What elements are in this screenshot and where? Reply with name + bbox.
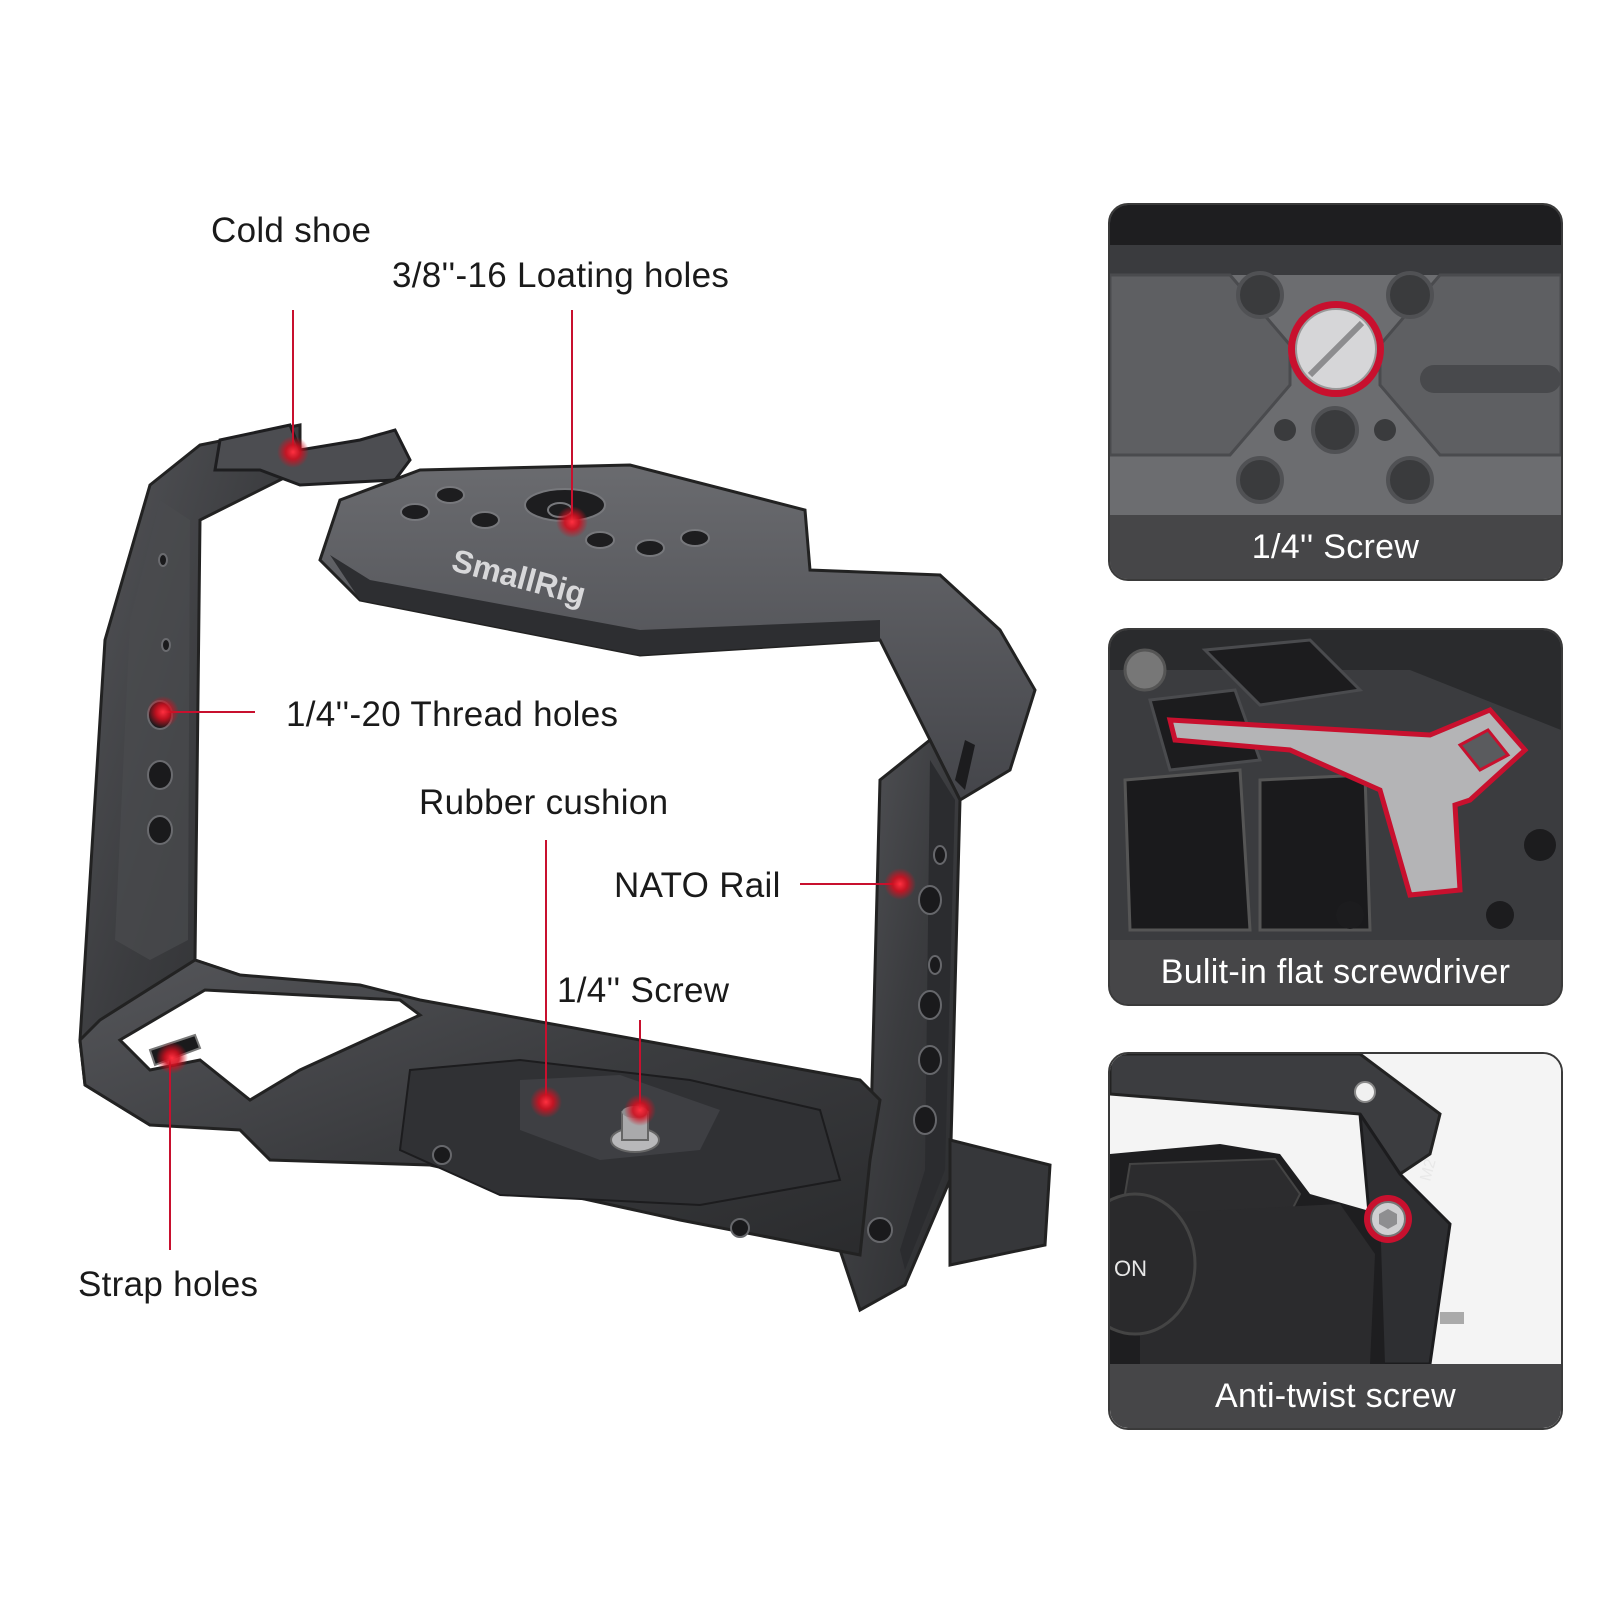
callout-thread-holes: 1/4''-20 Thread holes (286, 695, 619, 734)
screwdriver-closeup (1110, 630, 1561, 1004)
detail-panel-anti-twist: ON M2 Anti-twist screw (1108, 1052, 1563, 1430)
callout-loating-holes: 3/8''-16 Loating holes (392, 256, 730, 295)
callout-cold-shoe: Cold shoe (211, 211, 372, 250)
top-plate-closeup (1110, 205, 1561, 579)
panel-caption-screwdriver: Bulit-in flat screwdriver (1110, 940, 1561, 1004)
callout-strap-holes: Strap holes (78, 1265, 259, 1304)
panel-caption-anti-twist: Anti-twist screw (1110, 1364, 1561, 1428)
mount-m2-label: M2 (1417, 1157, 1439, 1183)
callout-nato-rail: NATO Rail (614, 866, 781, 905)
callout-bottom-screw: 1/4'' Screw (557, 971, 730, 1010)
right-side-holes (867, 845, 947, 1243)
camera-on-label: ON (1114, 1256, 1147, 1281)
detail-panel-screwdriver: Bulit-in flat screwdriver (1108, 628, 1563, 1006)
callout-rubber-cushion: Rubber cushion (419, 783, 669, 822)
hotspot-dots (147, 436, 916, 1126)
panel-caption-top-screw: 1/4'' Screw (1110, 515, 1561, 579)
flat-screwdriver-icon (1166, 707, 1529, 898)
detail-panel-top-screw: 1/4'' Screw (1108, 203, 1563, 581)
